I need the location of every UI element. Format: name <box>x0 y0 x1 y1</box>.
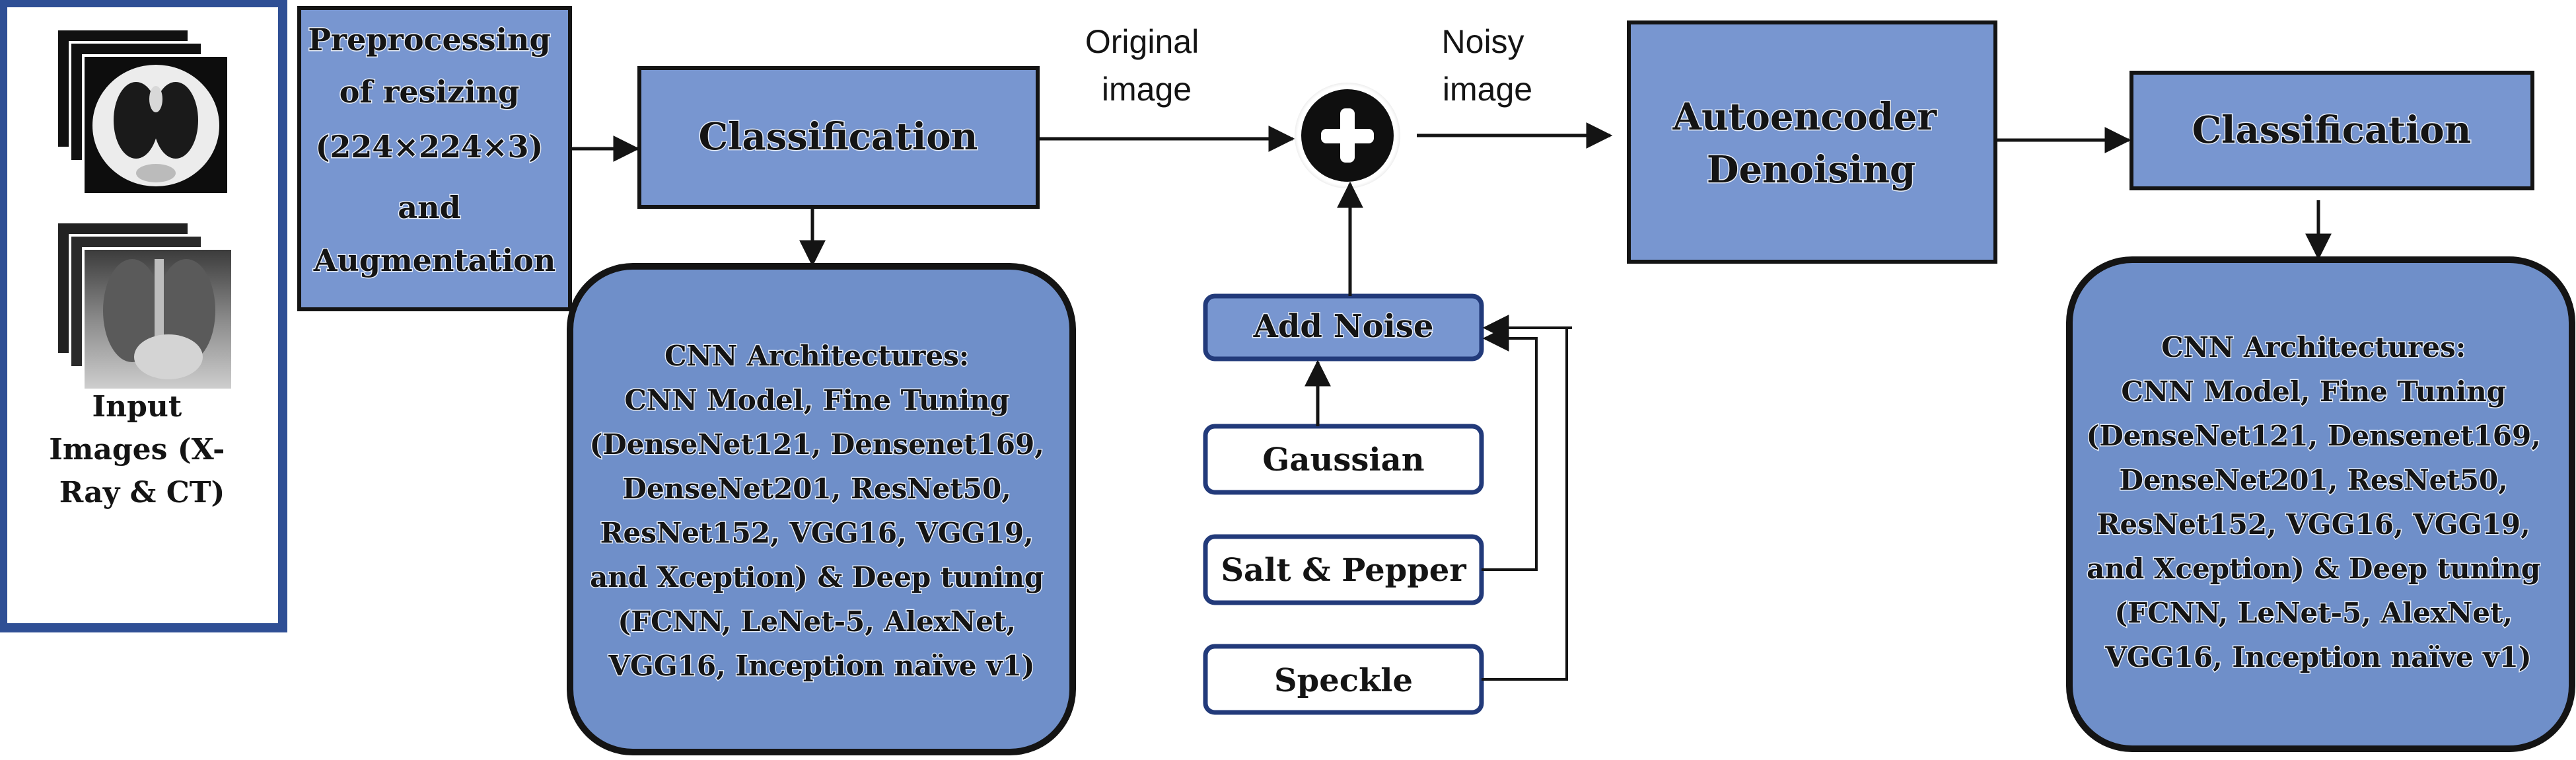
connector-speckle-to-add-noise <box>1482 315 1568 681</box>
autoencoder-denoising-box: Autoencoder Denoising <box>1627 20 1997 264</box>
svg-text:Speckle: Speckle <box>1274 662 1413 699</box>
noise-type-speckle: Speckle <box>1203 644 1484 715</box>
connector-salt-pepper-to-add-noise <box>1482 325 1538 571</box>
svg-text:Add Noise: Add Noise <box>1253 308 1434 345</box>
ct-scan-stack-image <box>55 28 230 196</box>
svg-text:Preprocessing of resizin: Preprocessing of resizing (224×224×3) an… <box>308 22 561 278</box>
noise-type-gaussian: Gaussian <box>1203 424 1484 495</box>
input-panel: Input Images (X- Ray & CT) <box>0 0 287 632</box>
cnn-architectures-box-2: CNN Architectures: CNN Model, Fine Tunin… <box>2066 256 2575 752</box>
add-noise-box: Add Noise <box>1203 293 1484 361</box>
cnn-architectures-box-1: CNN Architectures: CNN Model, Fine Tunin… <box>567 263 1076 755</box>
svg-text:CNN Architectures: CNN M: CNN Architectures: CNN Model, Fine Tunin… <box>590 340 1054 682</box>
svg-text:Classification: Classification <box>2192 108 2472 152</box>
svg-text:Classification: Classification <box>699 115 978 159</box>
noise-type-salt-pepper: Salt & Pepper <box>1203 534 1484 605</box>
classification-box-2: Classification <box>2129 71 2534 190</box>
svg-text:Gaussian: Gaussian <box>1262 441 1424 478</box>
classification-box-1: Classification <box>637 66 1040 209</box>
svg-text:Salt & Pepper: Salt & Pepper <box>1221 552 1466 589</box>
xray-stack-image <box>55 221 234 391</box>
input-images-caption: Input Images (X- Ray & CT) <box>49 390 234 510</box>
preprocessing-box: Preprocessing of resizing (224×224×3) an… <box>297 6 572 311</box>
svg-text:CNN Architectures: CNN M: CNN Architectures: CNN Model, Fine Tunin… <box>2087 331 2551 673</box>
original-image-label: Original image <box>1085 23 1208 108</box>
noisy-image-label: Noisy image <box>1442 23 1534 108</box>
adder-plus-icon <box>1295 83 1400 188</box>
svg-text:Autoencoder Denoising: Autoencoder Denoising <box>1672 95 1950 192</box>
